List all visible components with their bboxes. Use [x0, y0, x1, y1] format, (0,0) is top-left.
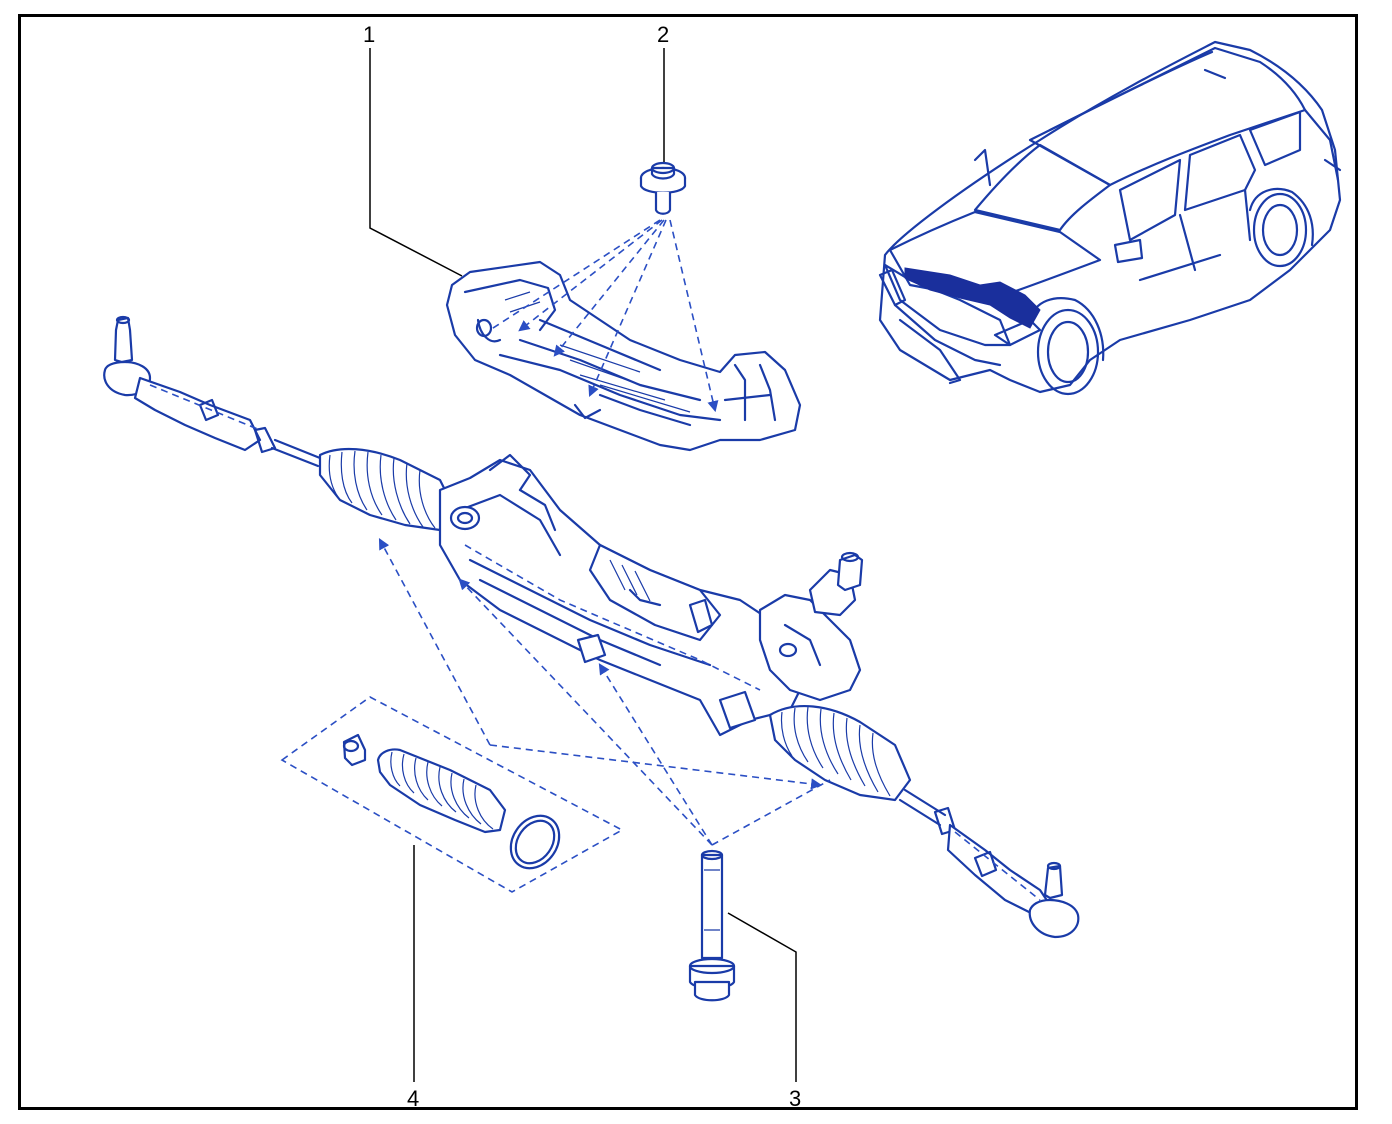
diagram-frame [18, 14, 1358, 1110]
highlighted-steering-rack [904, 267, 1041, 329]
bolt-part-2 [639, 161, 687, 215]
callout-4: 4 [407, 1086, 420, 1111]
vehicle-location-illustration [878, 40, 1342, 396]
boot-kit-part-4 [280, 696, 624, 893]
heat-shield-part-1 [445, 260, 802, 452]
callout-3: 3 [789, 1086, 802, 1111]
part-4-install-lines [378, 538, 823, 790]
callout-1: 1 [363, 22, 376, 47]
part-2-install-lines [489, 219, 719, 413]
callout-leaders [369, 48, 797, 1082]
steering-rack-assembly [103, 315, 1080, 939]
callout-2: 2 [657, 22, 670, 47]
mounting-bolt-part-3 [688, 849, 736, 1002]
part-3-install-lines [458, 578, 831, 846]
